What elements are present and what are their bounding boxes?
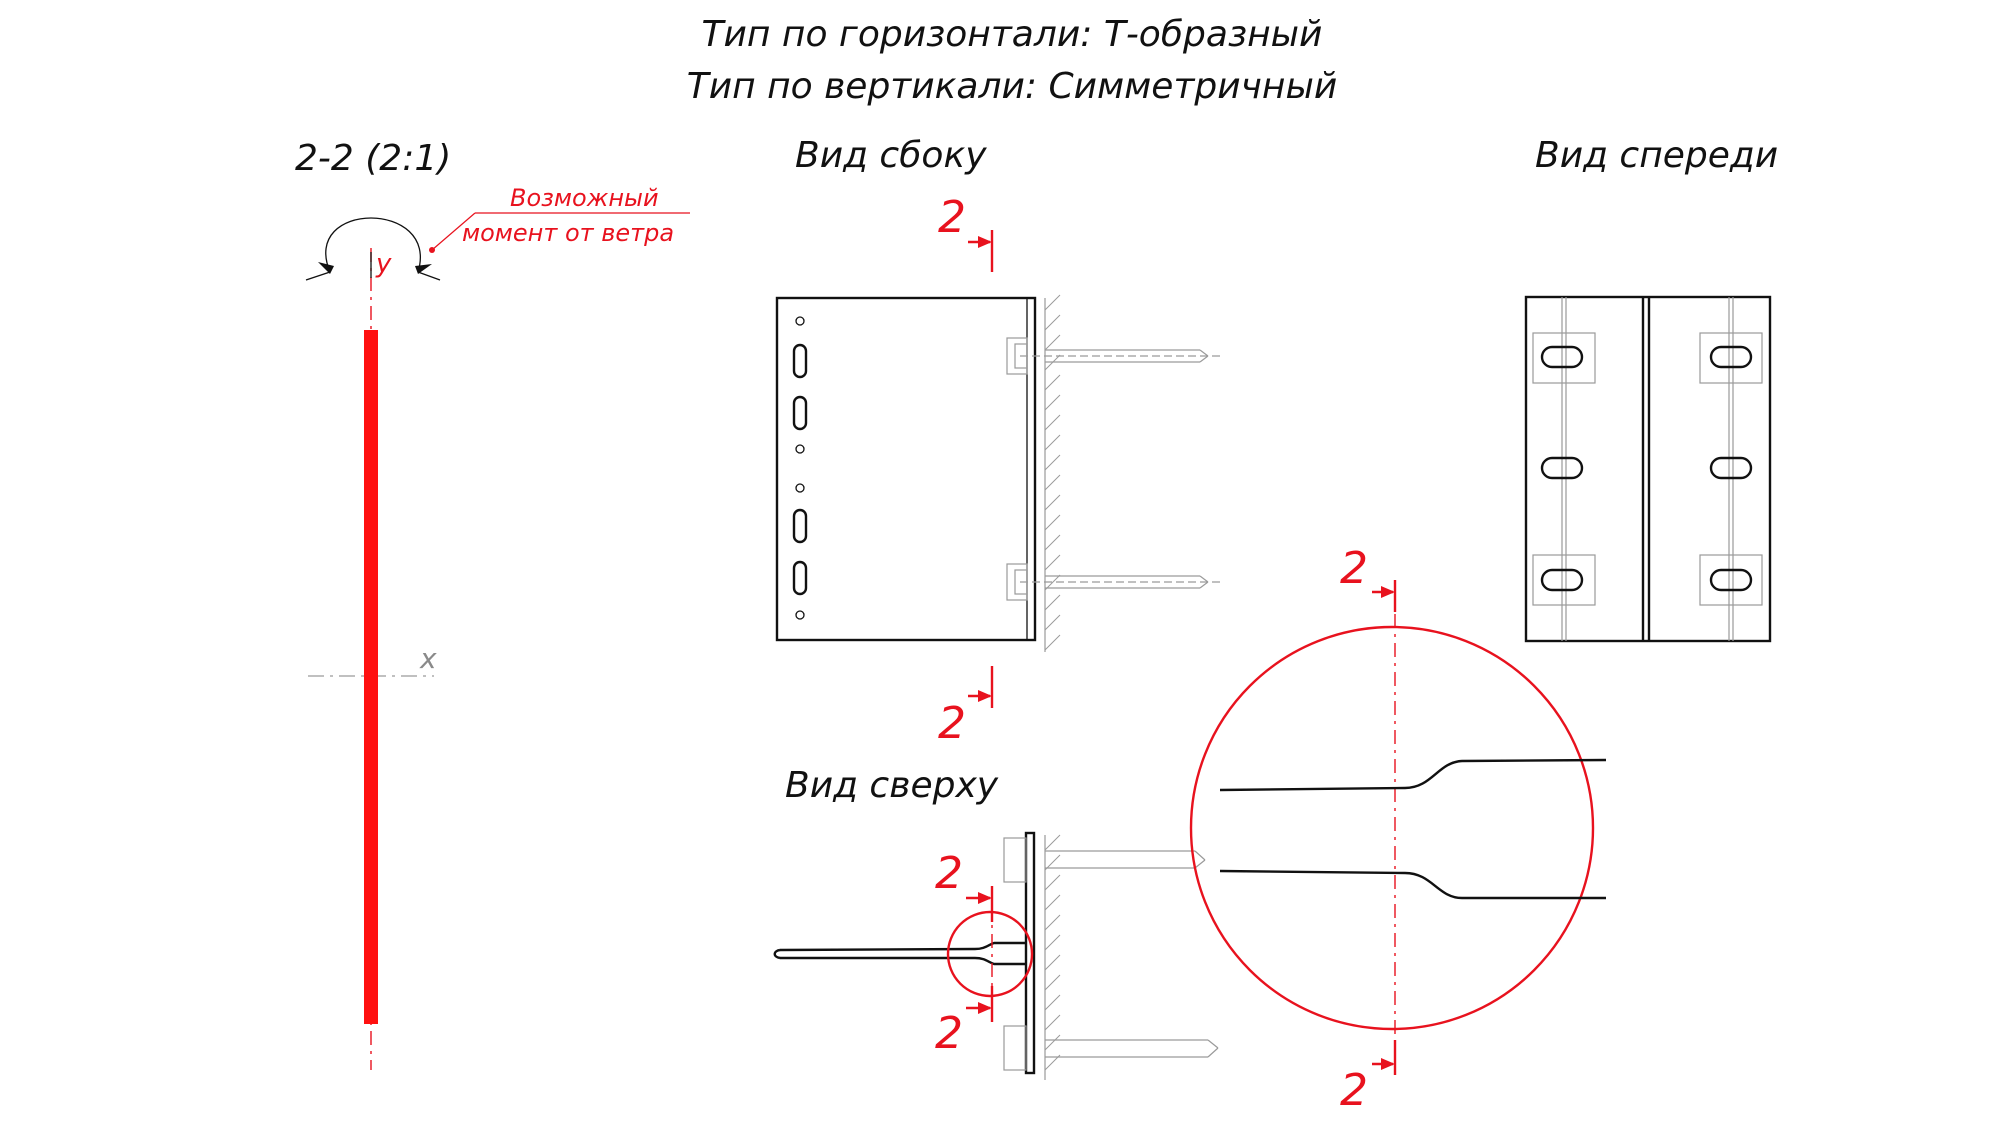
side-view [775,294,1220,652]
detail-circle-large [1189,625,1595,1031]
cut-mark-label: 2 [938,192,966,243]
cut-mark-label: 2 [935,848,963,899]
header-horizontal-type: Тип по горизонтали: Т-образный [702,14,1323,55]
cut-mark-label: 2 [938,698,966,749]
anchor-bolt-top-lower [1003,1025,1219,1071]
wind-note-line1: Возможный [510,184,659,212]
cut-mark-side-bottom: 2 [938,666,994,749]
wind-note-leader [431,212,476,251]
header-vertical-type: Тип по вертикали: Симметричный [687,66,1338,107]
profile-section-bar [364,330,378,1024]
cut-mark-top-lower: 2 [935,986,994,1059]
anchor-bolt-side-bottom [1006,563,1220,601]
anchor-bolt-side-top [1006,337,1220,375]
wind-moment-arrowhead-right [415,264,432,274]
top-view [773,831,1219,1080]
cut-mark-label: 2 [1340,1065,1368,1116]
cut-mark-label: 2 [1340,543,1368,594]
detail-view-enlarged [1189,585,1607,1075]
cut-mark-side-top: 2 [938,192,994,272]
side-view-title: Вид сбоку [795,135,987,176]
axis-y-label: y [375,249,392,279]
wind-moment-arrowhead-left [318,262,334,274]
front-view-title: Вид спереди [1535,135,1778,176]
wind-note-line2: момент от ветра [462,219,674,247]
front-view [1524,295,1772,643]
detail-circle-small [946,910,1034,998]
wind-moment-arrow-left-tail [305,271,331,281]
wind-moment-arrow-right-tail [417,271,441,281]
cut-mark-detail-lower: 2 [1340,1040,1397,1116]
cut-mark-detail-upper: 2 [1340,543,1397,612]
wall-hatch-top [1044,834,1061,1071]
wall-hatch-side [1044,294,1061,651]
wind-note-leader-dot [429,247,435,253]
top-view-title: Вид сверху [785,765,999,806]
cut-mark-label: 2 [935,1008,963,1059]
axis-x-label: x [419,642,437,675]
anchor-bolt-top-upper [1003,837,1206,883]
wind-moment-arrow [325,217,421,273]
cut-mark-top-upper: 2 [935,848,994,922]
section-title: 2-2 (2:1) [295,138,451,179]
